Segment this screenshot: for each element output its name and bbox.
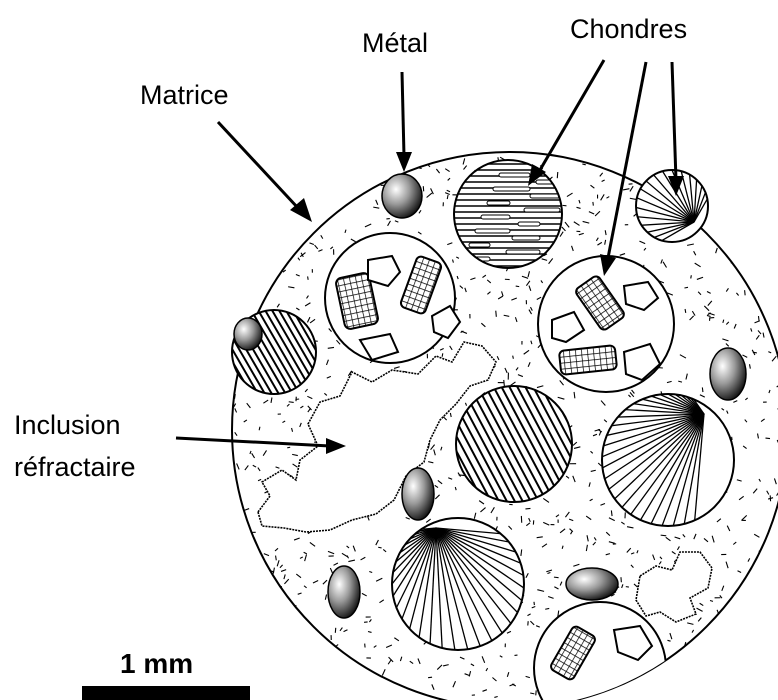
scale-label: 1 mm [120,648,193,680]
scale-bar [82,686,250,700]
label-chondres: Chondres [570,14,687,45]
label-inclusion: Inclusion [14,410,121,441]
label-refractaire: réfractaire [14,452,136,483]
inclusion-chondrule-right [538,256,674,392]
label-metal: Métal [362,28,428,59]
label-matrice: Matrice [140,80,229,111]
